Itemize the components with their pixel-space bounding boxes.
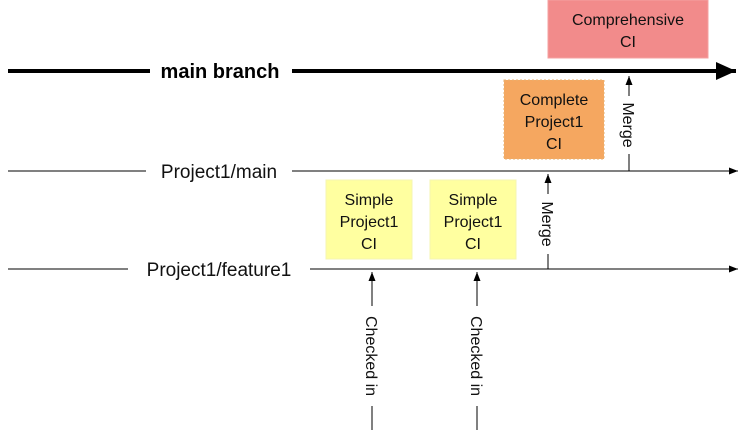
checkin-2-label: Checked in [467,316,484,396]
simple-project-ci-box-1: Simple Project1 CI [325,179,413,260]
project-main-label: Project1/main [161,162,277,183]
main-branch-label: main branch [161,61,280,83]
merge-to-main-label: Merge [619,102,636,147]
simple-project-ci-box-2: Simple Project1 CI [429,179,517,260]
simple-ci-1-line-1: Simple [345,192,394,209]
comprehensive-ci-line-1: Comprehensive [572,12,684,29]
complete-project-ci-rect [503,79,605,160]
complete-ci-line-2: Project1 [525,114,584,131]
simple-ci-2-line-3: CI [465,236,481,253]
feature-label: Project1/feature1 [147,260,292,281]
checkin-1-label-bg [360,306,384,406]
complete-project-ci-box: Complete Project1 CI [503,79,605,160]
comprehensive-ci-rect [547,0,709,59]
complete-ci-line-3: CI [546,136,562,153]
merge-to-main-label-bg [617,96,641,154]
merge-to-project-main-label-bg [536,194,560,254]
comprehensive-ci-box: Comprehensive CI [547,0,709,59]
merge-to-project-main-label: Merge [538,201,555,246]
simple-ci-1-line-3: CI [361,236,377,253]
checkin-2-label-bg [465,306,489,406]
simple-ci-2-line-1: Simple [449,192,498,209]
checkin-1-label: Checked in [362,316,379,396]
simple-ci-1-rect [325,179,413,260]
comprehensive-ci-line-2: CI [620,34,636,51]
simple-ci-2-rect [429,179,517,260]
simple-ci-1-line-2: Project1 [340,214,399,231]
simple-ci-2-line-2: Project1 [444,214,503,231]
complete-ci-line-1: Complete [520,92,589,109]
